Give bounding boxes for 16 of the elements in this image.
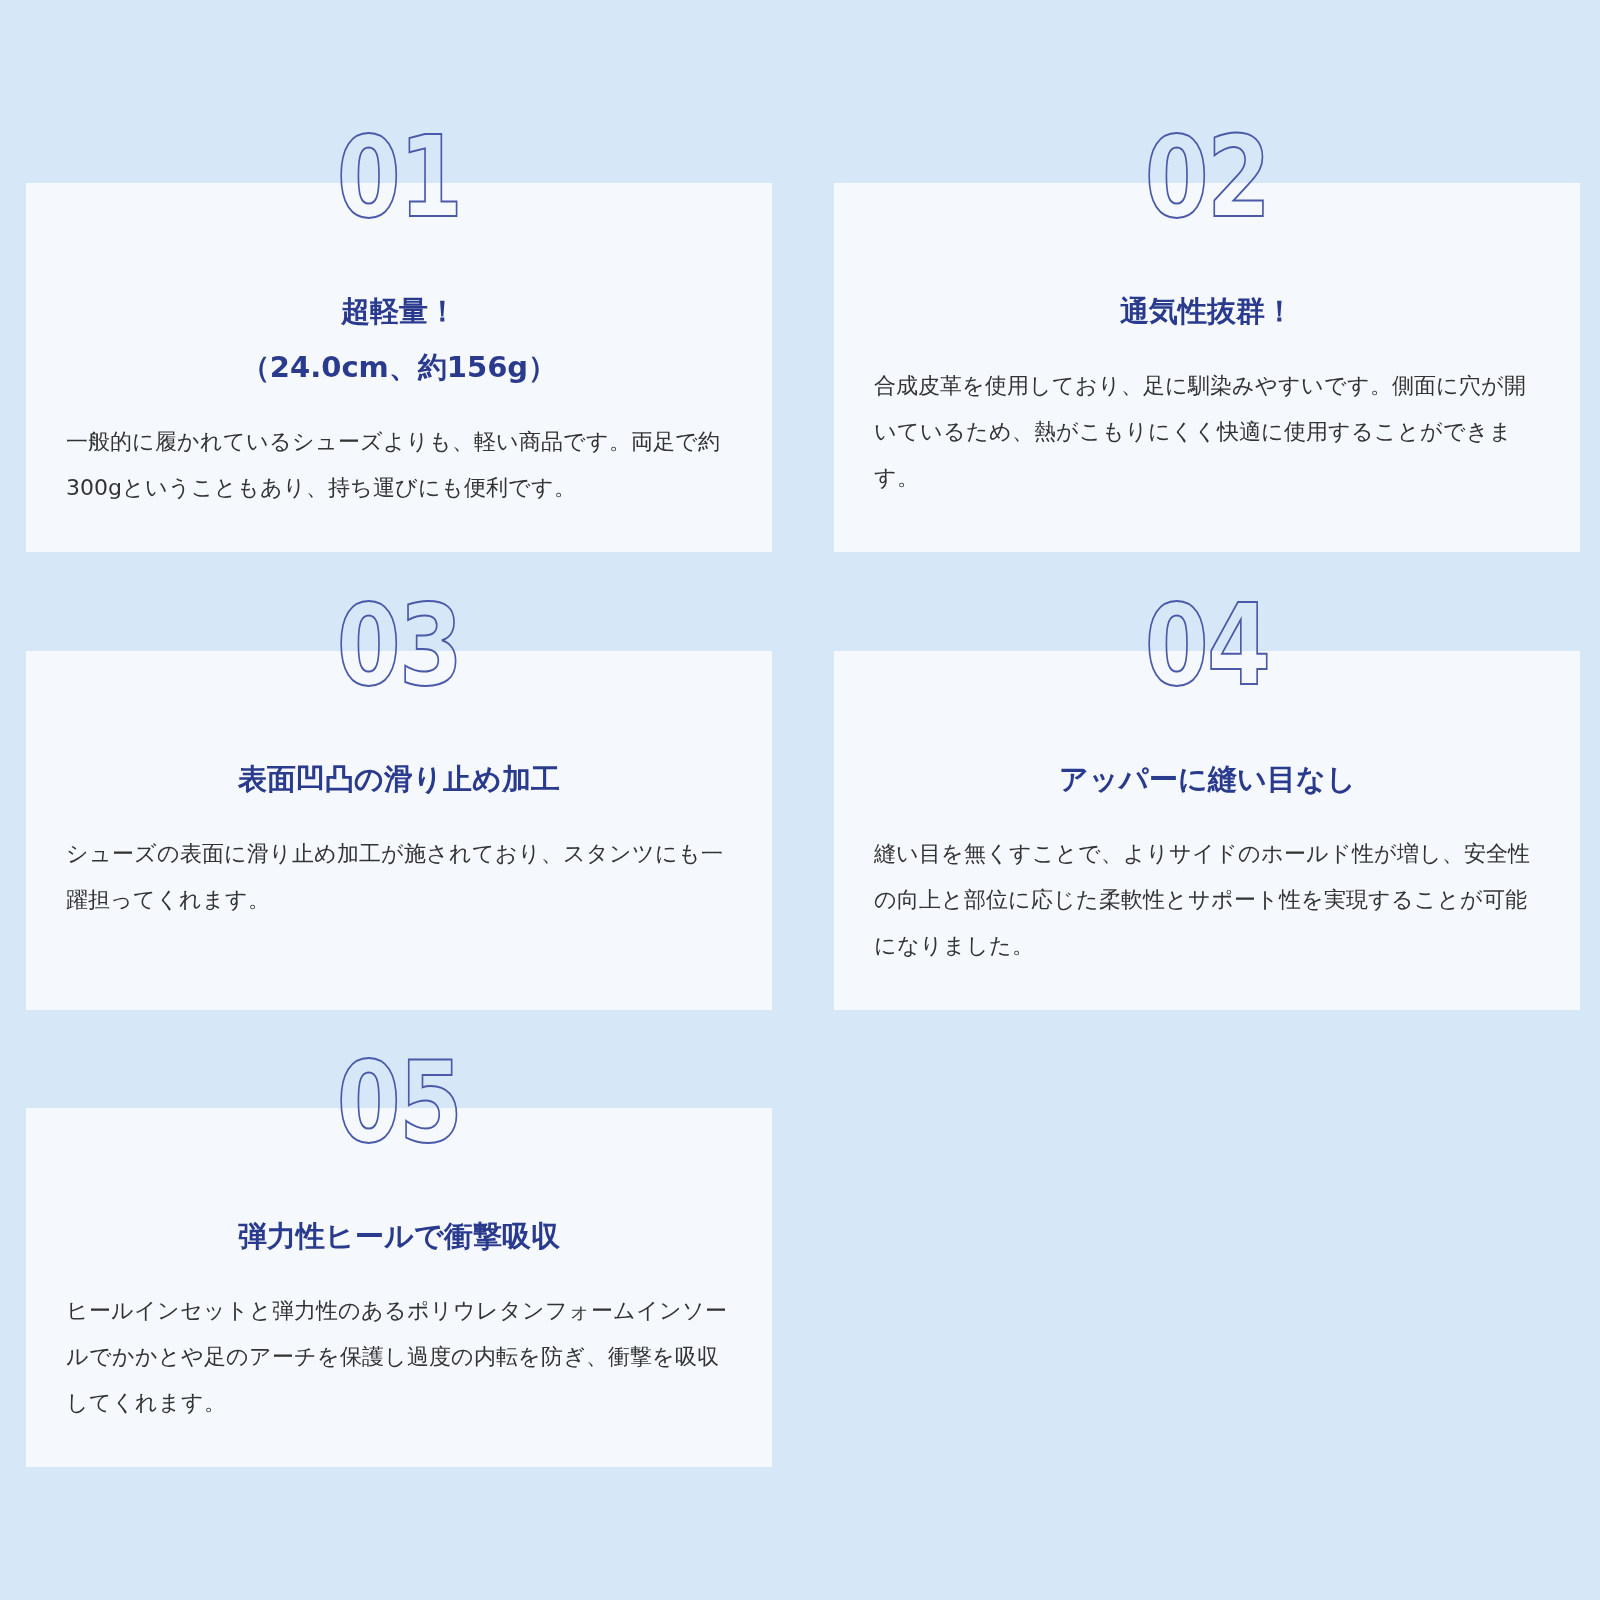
feature-heading: 超軽量！ — [341, 293, 457, 330]
feature-description: 合成皮革を使用しており、足に馴染みやすいです。側面に穴が開いているため、熱がこもりにくく快適に使用することができます。 — [873, 372, 1527, 492]
step-number: 03 — [336, 589, 462, 701]
step-number: 04 — [1144, 589, 1270, 701]
feature-description: ヒールインセットと弾力性のあるポリウレタンフォームインソールでかかとや足のアーチを保護し過度の内転を防ぎ、衝撃を吸収してくれます。 — [65, 1297, 728, 1417]
feature-heading: アッパーに縫い目なし — [1058, 761, 1356, 798]
feature-heading: 弾力性ヒールで衝撃吸収 — [238, 1218, 560, 1255]
step-number: 01 — [336, 121, 462, 233]
feature-heading: 表面凹凸の滑り止め加工 — [238, 761, 560, 798]
feature-description: シューズの表面に滑り止め加工が施されており、スタンツにも一躍担ってくれます。 — [65, 840, 724, 914]
feature-description: 縫い目を無くすことで、よりサイドのホールド性が増し、安全性の向上と部位に応じた柔軟性とサポート性を実現することが可能になりました。 — [873, 840, 1531, 960]
feature-description: 一般的に履かれているシューズよりも、軽い商品です。両足で約300gということもあり、持ち運びにも便利です。 — [65, 428, 721, 502]
feature-heading: （24.0cm、約156g） — [240, 349, 558, 386]
feature-heading: 通気性抜群！ — [1120, 293, 1294, 330]
step-number: 05 — [336, 1046, 462, 1158]
step-number: 02 — [1144, 121, 1270, 233]
